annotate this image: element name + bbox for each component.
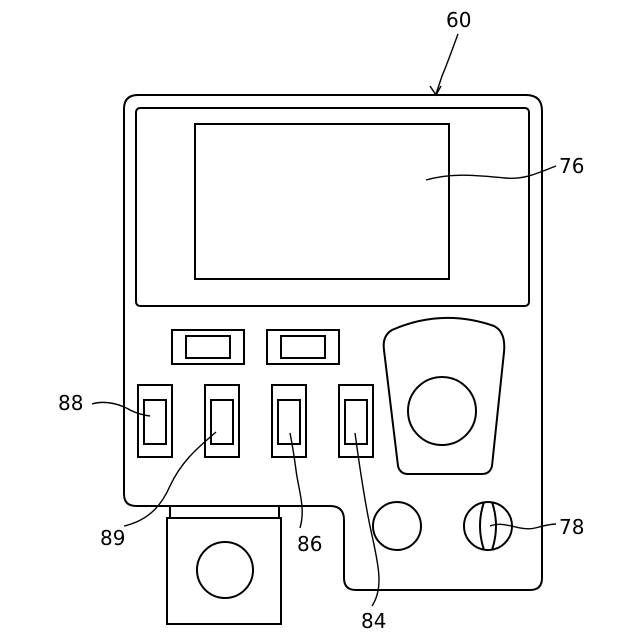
lower-unit-button[interactable] [197, 542, 253, 598]
display-screen [195, 124, 449, 279]
label-60: 60 [446, 8, 471, 32]
leader-88 [92, 402, 150, 416]
lower-unit-body [167, 518, 281, 624]
knob-78[interactable] [464, 502, 512, 550]
knob-78-grip [480, 502, 484, 550]
leader-60 [436, 34, 458, 94]
switch-88-button[interactable] [144, 400, 166, 444]
joystick-housing [384, 318, 505, 474]
leader-78 [490, 524, 556, 529]
label-89: 89 [100, 526, 125, 550]
leader-76 [426, 166, 556, 180]
switch-86-button[interactable] [278, 400, 300, 444]
switch-89-button[interactable] [211, 400, 233, 444]
label-76: 76 [559, 154, 584, 178]
label-78: 78 [559, 515, 584, 539]
top-switch-left-button[interactable] [186, 336, 230, 358]
label-86: 86 [297, 532, 322, 556]
lower-unit-top-band [170, 506, 279, 518]
round-button[interactable] [373, 502, 421, 550]
leader-60-arrowhead [430, 86, 441, 95]
label-84: 84 [361, 609, 386, 633]
joystick-stick[interactable] [408, 377, 476, 445]
knob-78-grip-2 [492, 502, 496, 550]
top-switch-right-button[interactable] [281, 336, 325, 358]
leader-86 [290, 433, 302, 528]
leader-84 [355, 433, 379, 606]
label-88: 88 [58, 391, 83, 415]
